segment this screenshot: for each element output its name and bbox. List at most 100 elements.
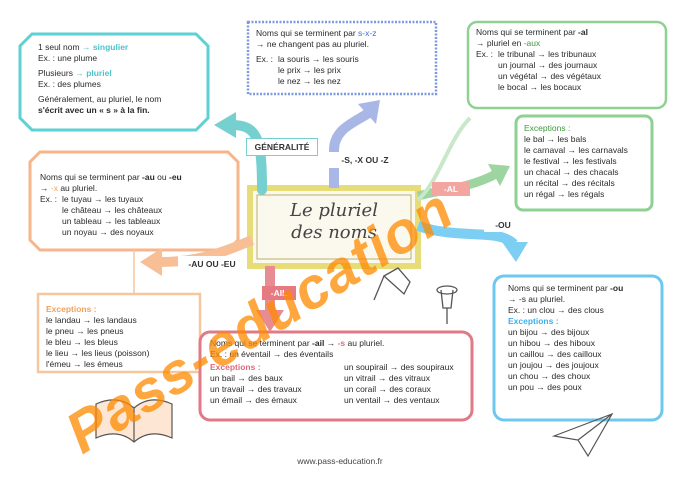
ail-frame (198, 330, 474, 422)
generalite-frame (18, 32, 210, 132)
ou-exception-item: un bijou → des bijoux (508, 327, 590, 337)
al-exception-item: le bal → les bals (524, 134, 587, 144)
ail-example: Ex. : un éventail → des éventails (210, 349, 334, 359)
al-box: Noms qui se terminent par -al → pluriel … (476, 27, 662, 93)
aueu-line2: au pluriel. (57, 183, 98, 193)
arrow-al-up (416, 116, 472, 202)
al-item: un végétal → des végétaux (498, 71, 602, 81)
pushpin-icon (373, 267, 458, 324)
ou-frame (492, 274, 664, 422)
tag-ail: -AIL (262, 286, 296, 300)
al-exception-item: le carnaval → les carnavals (524, 145, 628, 155)
al-exception-item: le festival → les festivals (524, 156, 617, 166)
aueu-arrow: → (40, 183, 51, 193)
ail-ending: -ail (312, 338, 325, 348)
generalite-line1: 1 seul nom (38, 42, 82, 52)
ail-box: Noms qui se terminent par -ail → -s au p… (210, 338, 468, 406)
arrow-sxz (329, 107, 373, 188)
ail-exception-item: un ventail → des ventaux (344, 395, 440, 405)
center-frame (247, 185, 421, 269)
aueu-exceptions-title: Exceptions : (46, 304, 97, 314)
generalite-pluriel: → pluriel (75, 68, 112, 78)
aueu-box: Noms qui se terminent par -au ou -eu → -… (40, 172, 230, 238)
aueu-item: le tuyau → les tuyaux (62, 194, 144, 204)
al-ex-label: Ex. : (476, 49, 494, 59)
ou-exception-item: un joujou → des joujoux (508, 360, 599, 370)
book-icon (95, 399, 173, 443)
aueu-exception-item: le lieu → les lieus (poisson) (46, 348, 150, 358)
al-item: un journal → des journaux (498, 60, 598, 70)
aueu-item: un noyau → des noyaux (62, 227, 154, 237)
aueu-line1: Noms qui se terminent par (40, 172, 143, 182)
ou-exception-item: un chou → des choux (508, 371, 591, 381)
al-exceptions-title: Exceptions : (524, 123, 571, 133)
arrow-ou (416, 221, 518, 248)
ou-ending: -ou (610, 283, 624, 293)
aueu-au: -au (142, 172, 155, 182)
al-exceptions-box: Exceptions : le bal → les bals le carnav… (524, 123, 648, 200)
aueu-exceptions-frame (36, 292, 202, 374)
al-line1: Noms qui se terminent par (476, 27, 579, 37)
al-plural-ending: -aux (523, 38, 541, 48)
ou-line1: Noms qui se terminent par (508, 283, 611, 293)
aueu-item: le château → les châteaux (62, 205, 163, 215)
aueu-item: un tableau → les tableaux (62, 216, 161, 226)
ail-exception-item: un travail → des travaux (210, 384, 302, 394)
paper-plane-icon (551, 412, 614, 458)
aueu-ex-label: Ex. : (40, 194, 58, 204)
generalite-rule-end: s'écrit avec un « s » à la fin. (38, 105, 150, 115)
aueu-eu: -eu (168, 172, 182, 182)
tag-al: -AL (432, 182, 470, 196)
tag-sxz: -S, -X OU -Z (328, 152, 402, 168)
aueu-x: -x (50, 183, 58, 193)
al-exception-item: un régal → les régals (524, 189, 605, 199)
ail-exception-item: un vitrail → des vitraux (344, 373, 430, 383)
al-item: le bocal → les bocaux (498, 82, 582, 92)
tag-generalite: GÉNÉRALITÉ (246, 138, 318, 156)
al-ending: -al (578, 27, 588, 37)
sxz-line1: Noms qui se terminent par (256, 28, 359, 38)
sxz-item: le prix → les prix (278, 65, 341, 75)
ou-exception-item: un pou → des poux (508, 382, 582, 392)
ail-line1-end: au pluriel. (345, 338, 385, 348)
sxz-frame (246, 20, 438, 96)
aueu-ou: ou (154, 172, 169, 182)
al-exceptions-frame (514, 114, 654, 212)
ou-line2: → -s au pluriel. (508, 294, 566, 304)
sxz-item: le nez → les nez (278, 76, 341, 86)
sxz-ex-label: Ex. : (256, 54, 274, 64)
generalite-example1: Ex. : une plume (38, 53, 98, 63)
al-item: le tribunal → les tribunaux (498, 49, 597, 59)
ail-exception-item: un corail → des coraux (344, 384, 431, 394)
ou-box: Noms qui se terminent par -ou → -s au pl… (508, 283, 658, 393)
al-exception-item: un chacal → des chacals (524, 167, 619, 177)
al-frame (466, 20, 668, 110)
aueu-exception-item: le landau → les landaus (46, 315, 137, 325)
center-title-line1: Le pluriel (290, 200, 378, 221)
sxz-item: la souris → les souris (278, 54, 359, 64)
ou-example: Ex. : un clou → des clous (508, 305, 604, 315)
aueu-exception-item: le bleu → les bleus (46, 337, 118, 347)
ou-exception-item: un caillou → des cailloux (508, 349, 602, 359)
generalite-rule: Généralement, au pluriel, le nom (38, 94, 162, 104)
ou-exceptions-title: Exceptions : (508, 316, 559, 326)
generalite-singulier: → singulier (81, 42, 129, 52)
tag-ou: -OU (484, 218, 522, 232)
aueu-exceptions-box: Exceptions : le landau → les landaus le … (46, 304, 198, 370)
footer-url[interactable]: www.pass-education.fr (297, 456, 383, 466)
center-title-line2: des noms (291, 222, 377, 243)
aueu-exception-item: le pneu → les pneus (46, 326, 124, 336)
center-title: Le pluriel des noms (258, 200, 410, 244)
ail-exceptions-title: Exceptions : (210, 362, 261, 372)
al-exception-item: un récital → des récitals (524, 178, 615, 188)
tag-aueu: -AU OU -EU (178, 256, 246, 272)
ail-exception-item: un émail → des émaux (210, 395, 297, 405)
sxz-letters: s-x-z (358, 28, 377, 38)
sxz-box: Noms qui se terminent par s-x-z → ne cha… (256, 28, 434, 87)
ou-exception-item: un hibou → des hiboux (508, 338, 595, 348)
ail-exception-item: un soupirail → des soupiraux (344, 362, 454, 372)
generalite-box: 1 seul nom → singulier Ex. : une plume P… (38, 42, 200, 116)
ail-exception-item: un bail → des baux (210, 373, 283, 383)
ail-s: -s (337, 338, 346, 348)
